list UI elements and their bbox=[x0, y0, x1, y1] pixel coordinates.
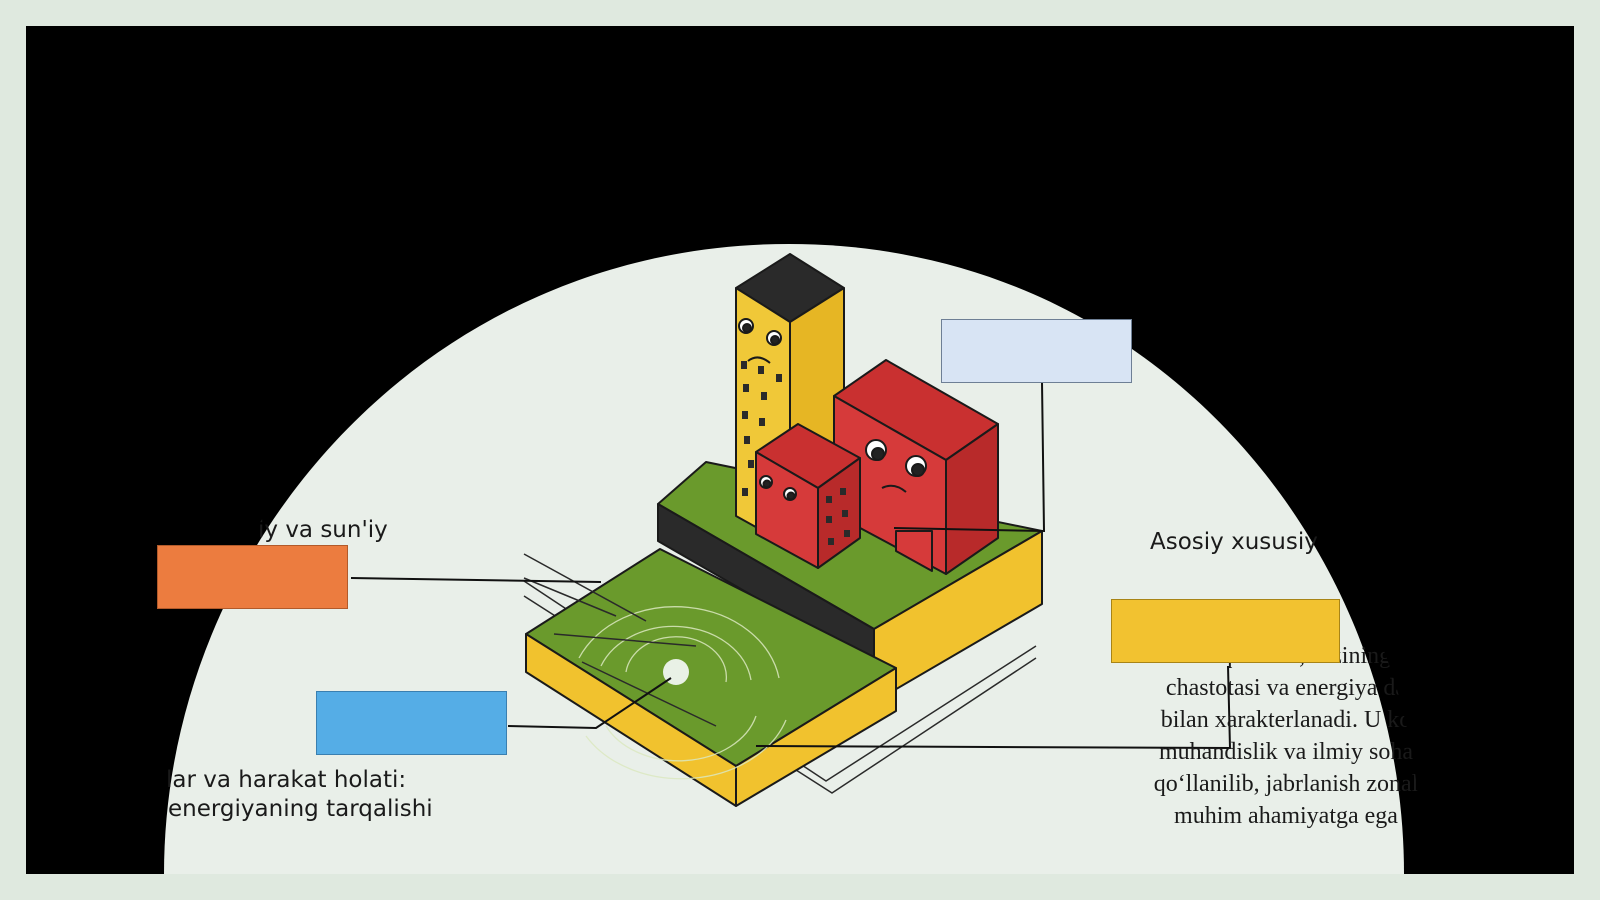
left-label-natural-artificial: iy va sun'iy bbox=[258, 517, 388, 543]
seismic-waves bbox=[578, 606, 787, 780]
light-blue-callout-box[interactable] bbox=[941, 319, 1132, 383]
orange-callout-box[interactable] bbox=[157, 545, 348, 609]
right-paragraph-line: qo‘llanilib, jabrlanish zonal bbox=[1153, 771, 1419, 797]
text-layer: . iy va sun'iy lar va harakat holati: en… bbox=[157, 246, 1421, 874]
left-label-motion-line1: lar va harakat holati: bbox=[166, 767, 407, 793]
yellow-callout-box[interactable] bbox=[1111, 599, 1340, 663]
slide: . iy va sun'iy lar va harakat holati: en… bbox=[26, 26, 1574, 874]
right-heading: Asosiy xususiy bbox=[1150, 529, 1318, 555]
left-label-motion-line2: energiyaning tarqalishi bbox=[168, 796, 433, 822]
fault-lines bbox=[523, 553, 717, 727]
right-paragraph-line: muhandislik va ilmiy soha bbox=[1159, 739, 1413, 765]
right-paragraph-line: chastotasi va energiya da bbox=[1165, 675, 1407, 701]
ground-block-front bbox=[525, 548, 897, 807]
right-paragraph-line: muhim ahamiyatga ega bbox=[1174, 803, 1398, 829]
small-red-building bbox=[755, 423, 861, 569]
right-paragraph-line: bilan xarakterlanadi. U ko bbox=[1160, 707, 1412, 733]
blue-callout-box[interactable] bbox=[316, 691, 507, 755]
big-red-building bbox=[833, 359, 999, 575]
right-paragraph: To‘lqinzarbi, o‘zining chastotasi va ene… bbox=[1106, 640, 1421, 832]
leader-lines bbox=[350, 381, 1232, 750]
